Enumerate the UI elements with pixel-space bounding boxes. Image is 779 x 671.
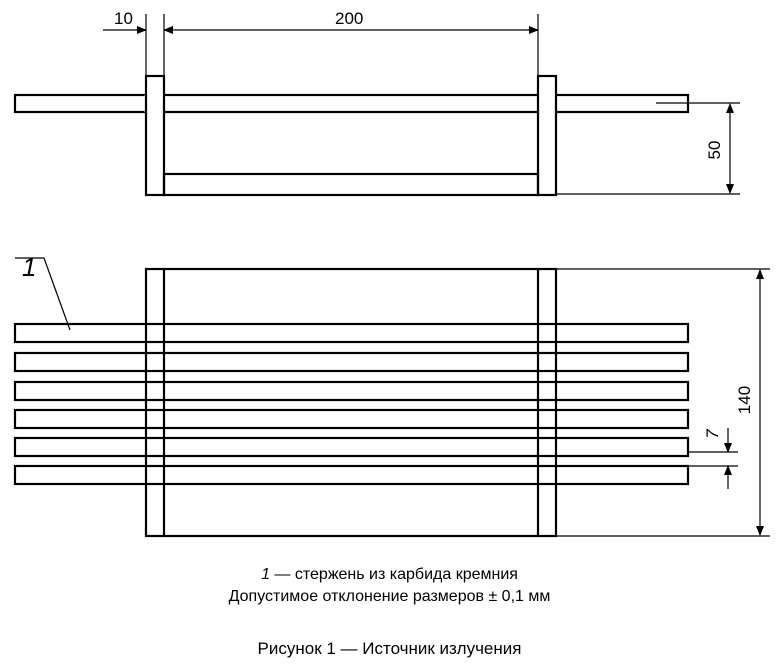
rod	[13, 464, 690, 486]
figure-caption: Рисунок 1 — Источник излучения	[257, 639, 522, 658]
legend-item-number: 1	[261, 566, 270, 583]
top-view	[13, 267, 690, 538]
callout-leader	[15, 257, 71, 331]
rod	[13, 436, 690, 458]
rod	[13, 351, 690, 373]
legend-item-text: — стержень из карбида кремния	[269, 566, 518, 583]
side-view-base-bar	[162, 172, 540, 197]
legend-item: 1 — стержень из карбида кремния	[0, 566, 779, 584]
frame-outline	[144, 267, 558, 538]
rod	[13, 322, 690, 344]
callout-number: 1	[22, 252, 36, 282]
dim-frame-height: 50	[705, 141, 724, 160]
rod	[13, 380, 690, 402]
side-view-left-post	[144, 74, 166, 197]
side-view-right-post	[536, 74, 558, 197]
rod	[13, 408, 690, 430]
dimension-lines	[15, 14, 770, 537]
tolerance-note: Допустимое отклонение размеров ± 0,1 мм	[228, 588, 551, 605]
dim-frame-thickness: 10	[114, 9, 133, 28]
side-view-rod	[13, 93, 690, 114]
dim-frame-depth: 140	[735, 386, 754, 414]
dim-rod-pitch: 7	[703, 429, 722, 439]
dim-frame-span: 200	[335, 9, 363, 28]
side-view	[13, 74, 690, 197]
